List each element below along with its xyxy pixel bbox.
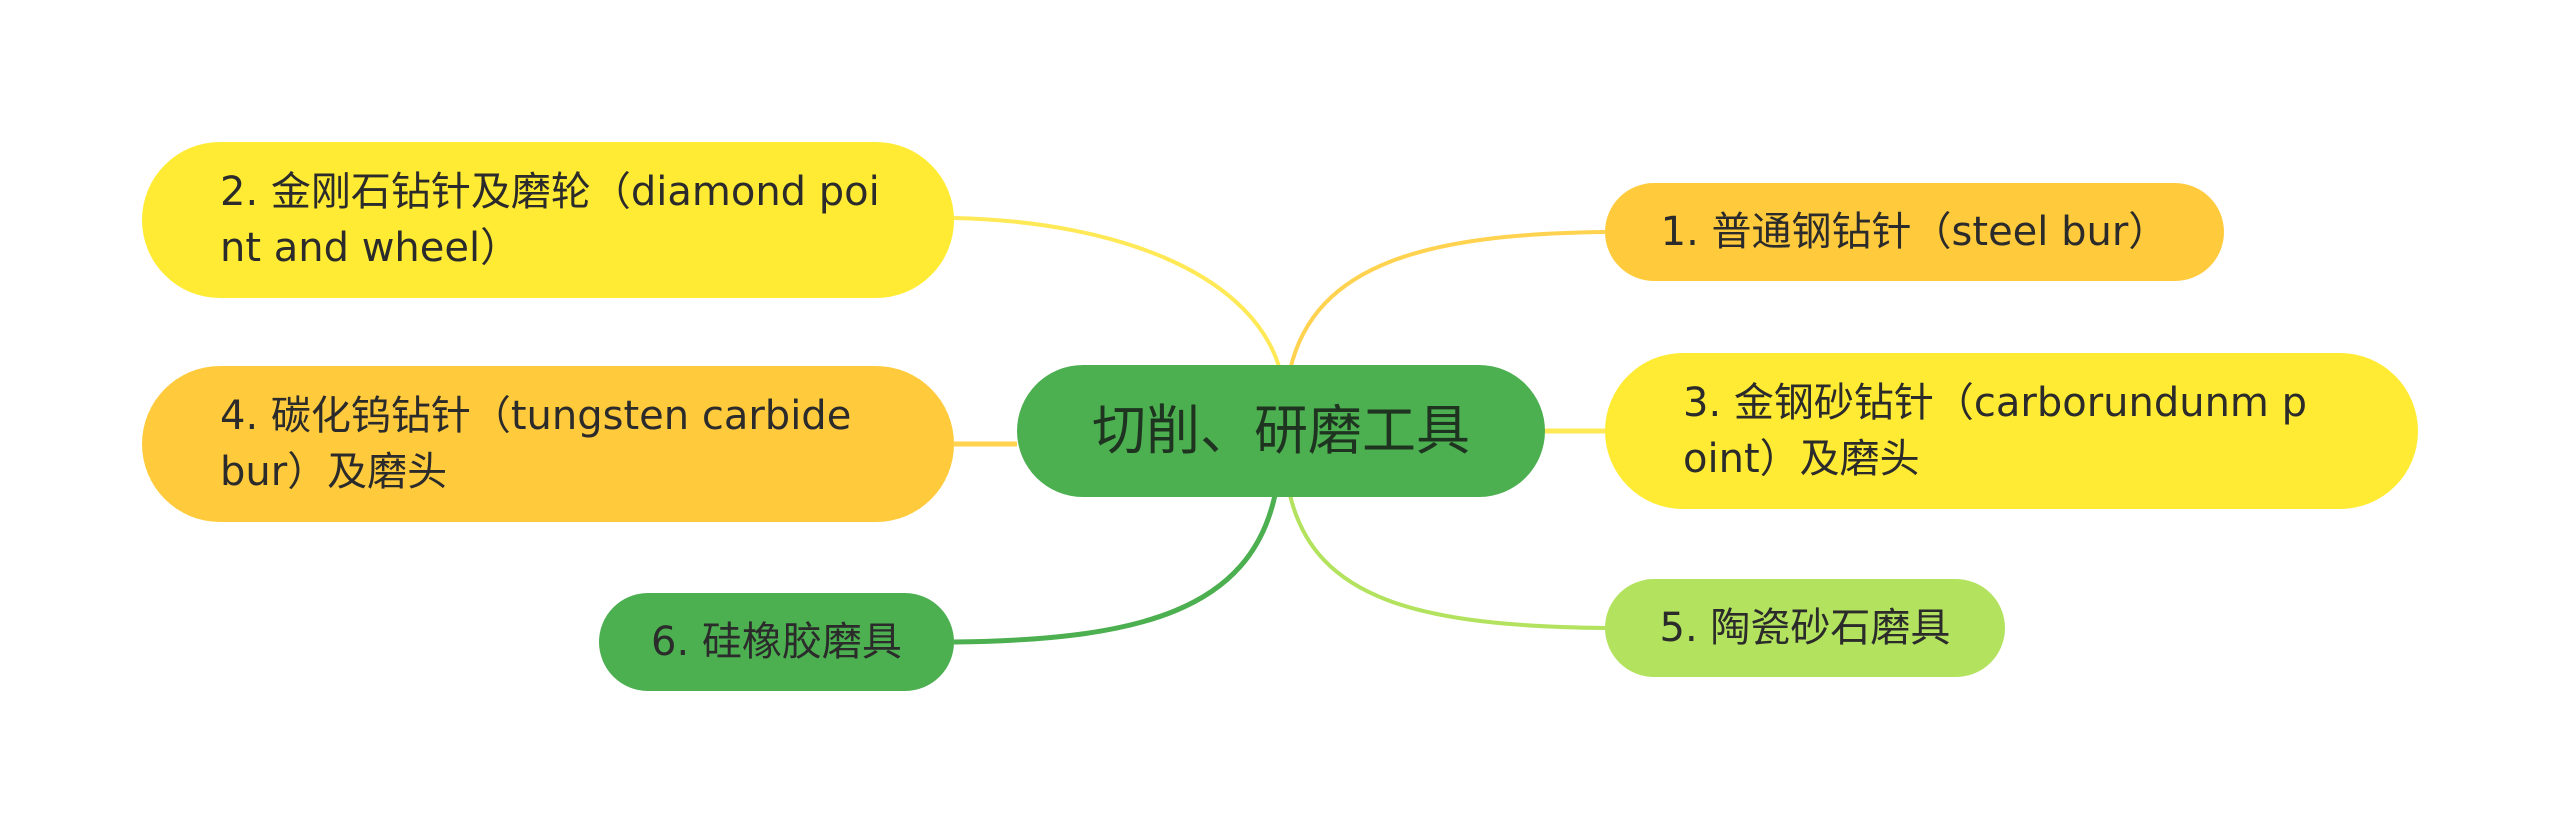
topic-label: 3. 金钢砂钻针（carborundunm point）及磨头 (1683, 380, 2308, 482)
topic-label: 2. 金刚石钻针及磨轮（diamond point and wheel） (220, 169, 880, 271)
topic-label: 5. 陶瓷砂石磨具 (1659, 605, 1951, 651)
topic-carborundum-point[interactable]: 3. 金钢砂钻针（carborundunm point）及磨头 (1605, 353, 2418, 509)
connector-n6 (953, 494, 1278, 645)
topic-diamond-point[interactable]: 2. 金刚石钻针及磨轮（diamond point and wheel） (142, 142, 954, 298)
central-topic-label: 切削、研磨工具 (1092, 399, 1470, 462)
topic-steel-bur[interactable]: 1. 普通钢钻针（steel bur） (1605, 183, 2224, 281)
topic-silicone-rubber-tool[interactable]: 6. 硅橡胶磨具 (599, 593, 954, 691)
central-topic[interactable]: 切削、研磨工具 (1017, 365, 1545, 497)
connector-n1 (1288, 230, 1606, 371)
connector-n2 (953, 216, 1282, 371)
topic-ceramic-abrasive-tool[interactable]: 5. 陶瓷砂石磨具 (1605, 579, 2005, 677)
topic-label: 6. 硅橡胶磨具 (651, 619, 902, 665)
topic-tungsten-carbide-bur[interactable]: 4. 碳化钨钻针（tungsten carbide bur）及磨头 (142, 366, 954, 522)
topic-label: 4. 碳化钨钻针（tungsten carbide bur）及磨头 (220, 393, 852, 495)
connector-n5 (1288, 494, 1606, 630)
topic-label: 1. 普通钢钻针（steel bur） (1660, 209, 2169, 255)
